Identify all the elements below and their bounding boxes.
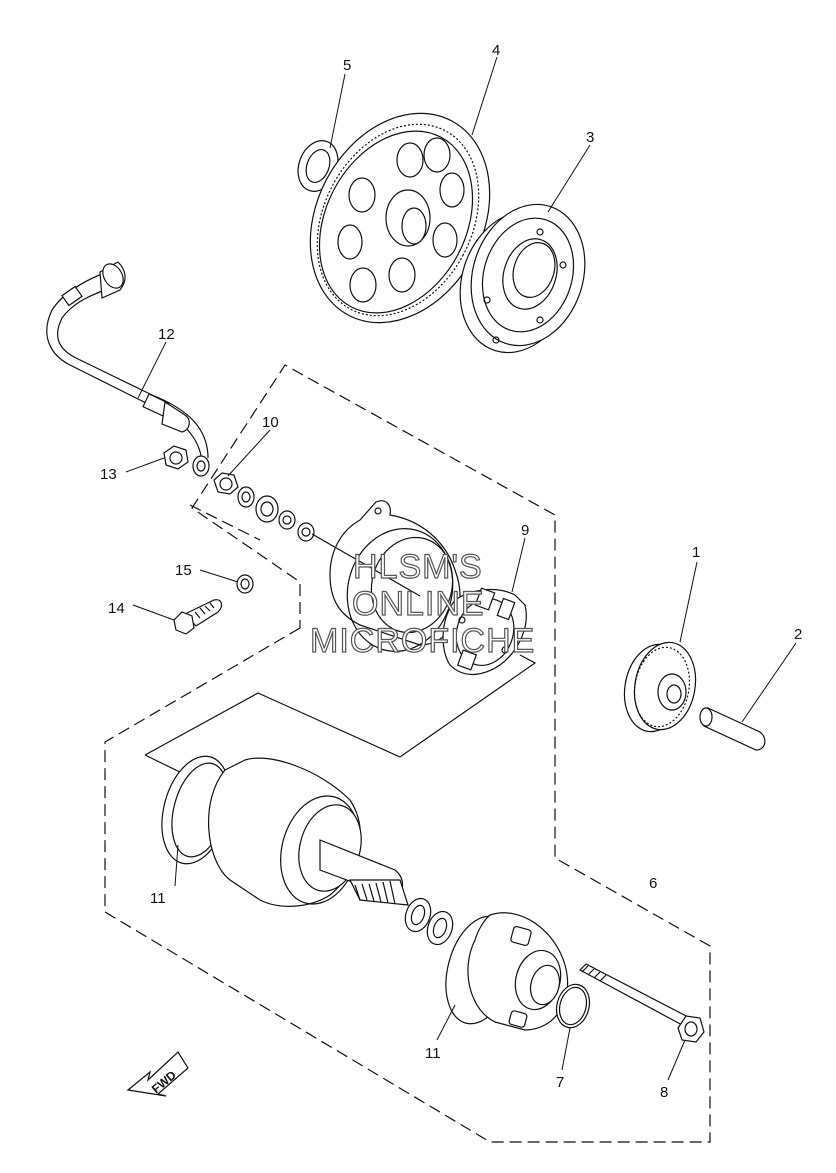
part-8-long-bolt <box>579 963 705 1043</box>
watermark-line-1: HLSM'S <box>353 548 483 586</box>
starter-rear-cover <box>311 500 461 652</box>
callout-11-yoke: 11 <box>150 890 166 907</box>
callout-numbers: 1 2 3 4 5 6 7 8 9 10 11 11 12 13 14 15 <box>100 42 802 1101</box>
callout-13: 13 <box>100 466 117 483</box>
part-11-front-cover <box>445 912 569 1031</box>
callout-7: 7 <box>556 1074 564 1091</box>
part-7-o-ring <box>555 983 591 1029</box>
part-11-starter-yoke <box>161 755 409 907</box>
part-15-o-ring <box>236 574 254 594</box>
part-13-nut <box>163 445 189 470</box>
callout-1: 1 <box>692 544 700 561</box>
watermark-line-2: ONLINE <box>352 585 485 623</box>
thrust-washers <box>404 897 454 946</box>
starter-assembly-outline <box>104 364 711 1143</box>
callout-11-cover: 11 <box>425 1045 441 1062</box>
callout-12: 12 <box>158 326 175 343</box>
callout-8: 8 <box>660 1084 668 1101</box>
part-14-bolt <box>173 599 223 635</box>
fwd-arrow-icon: FWD <box>126 1051 189 1097</box>
part-10-nut-washers <box>213 472 315 542</box>
part-9-brush-holder <box>442 587 527 675</box>
part-1-idler-gear <box>623 641 697 733</box>
callout-6: 6 <box>649 875 657 892</box>
watermark: HLSM'S ONLINE MICROFICHE <box>309 547 535 660</box>
callout-15: 15 <box>175 562 192 579</box>
callout-3: 3 <box>586 129 594 146</box>
part-12-starter-cable <box>46 261 210 477</box>
part-4-starter-wheel-gear <box>309 112 491 324</box>
callout-9: 9 <box>521 522 529 539</box>
watermark-line-3: MICROFICHE <box>310 622 535 660</box>
callout-14: 14 <box>108 600 125 617</box>
callout-10: 10 <box>262 414 279 431</box>
part-2-shaft <box>699 707 766 751</box>
part-3-starter-clutch <box>459 203 586 354</box>
callout-2: 2 <box>794 626 802 643</box>
leader-lines <box>125 56 797 1081</box>
callout-4: 4 <box>492 42 500 59</box>
callout-5: 5 <box>343 57 351 74</box>
